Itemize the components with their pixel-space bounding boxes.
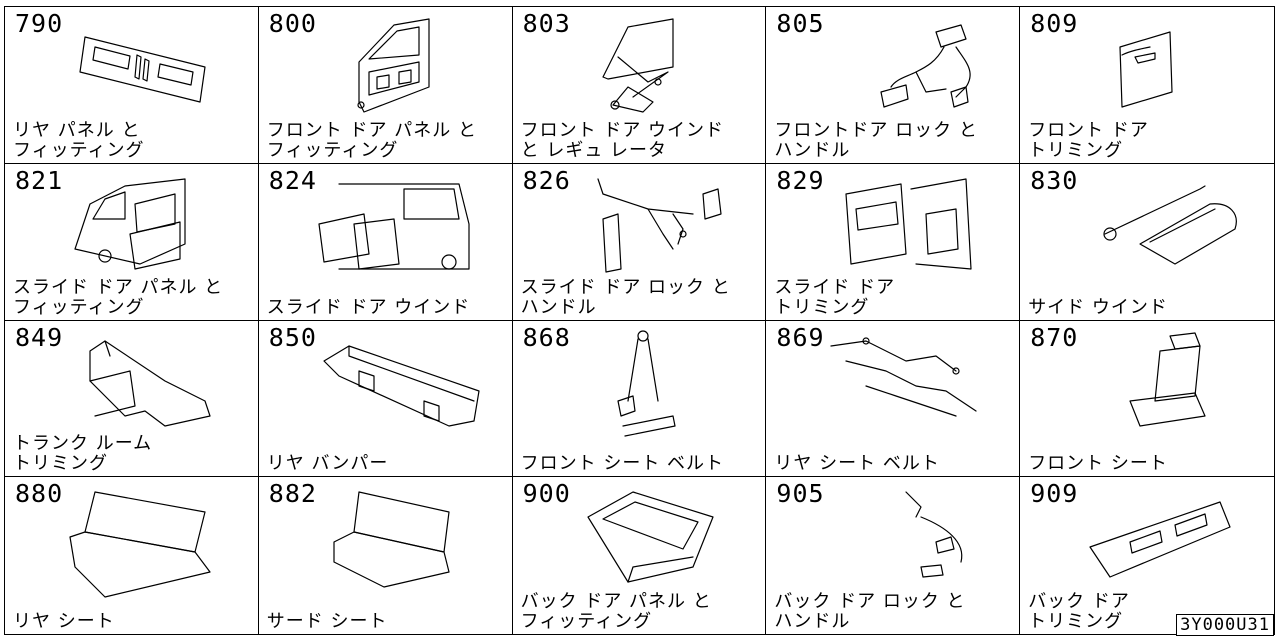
front-door-panel-icon [319,17,479,117]
item-number: 824 [268,165,317,195]
back-door-trim-icon [1080,487,1240,587]
item-number: 803 [522,9,571,38]
item-label: スライド ドア ロック と ハンドル [520,276,731,318]
catalog-item-803[interactable]: 803 フロント ドア ウインド と レギュ レータ [512,7,767,164]
item-label: フロントドア ロック と ハンドル [774,119,978,161]
item-label: リヤ シート ベルト [774,453,940,475]
item-label: フロント ドア パネル と フィッティング [266,119,477,161]
slide-door-lock-icon [573,174,733,274]
item-number: 790 [15,9,64,38]
rear-seat-belt-icon [826,331,986,431]
item-number: 880 [15,479,64,509]
slide-door-window-icon [318,174,479,274]
catalog-item-790[interactable]: 790 リヤ パネル と フィッティング [5,7,259,164]
item-number: 869 [776,322,825,352]
catalog-item-850[interactable]: 850 リヤ バンパー [258,320,513,478]
rear-bumper-icon [319,331,480,431]
back-door-panel-icon [573,487,733,587]
front-seat-belt-icon [573,329,733,437]
item-number: 800 [268,9,317,38]
item-number: 870 [1030,322,1079,352]
catalog-item-829[interactable]: 829 スライド ドア トリミング [766,163,1021,321]
item-number: 829 [776,165,825,195]
side-window-icon [1080,174,1240,274]
item-label: フロント ドア トリミング [1028,119,1149,161]
item-number: 809 [1030,9,1079,38]
item-label: リヤ バンパー [266,453,389,475]
item-label: サード シート [266,611,388,632]
item-label: バック ドア ロック と ハンドル [774,591,966,632]
trunk-room-trim-icon [65,331,225,431]
catalog-item-849[interactable]: 849 トランク ルーム トリミング [5,320,259,478]
catalog-item-830[interactable]: 830 サイド ウインド [1020,164,1274,321]
catalog-item-821[interactable]: 821 スライド ドア パネル と フィッティング [5,163,259,321]
item-label: スライド ドア トリミング [774,276,896,318]
catalog-item-868[interactable]: 868 フロント シート ベルト [512,320,767,478]
front-seat-icon [1080,331,1240,431]
slide-door-trim-icon [826,174,986,274]
catalog-item-882[interactable]: 882 サード シート [259,477,513,634]
back-door-lock-icon [826,487,986,587]
catalog-item-800[interactable]: 800 フロント ドア パネル と フィッティング [258,7,513,164]
item-label: サイド ウインド [1028,296,1168,318]
item-number: 909 [1030,479,1079,509]
diagram-code: 3Y000U31 [1176,614,1274,636]
catalog-item-900[interactable]: 900 バック ドア パネル と フィッティング [513,477,767,634]
catalog-item-826[interactable]: 826 スライド ドア ロック と ハンドル [512,163,767,321]
rear-panel-icon [65,17,225,117]
item-label: フロント シート [1028,453,1168,475]
catalog-item-869[interactable]: 869 リヤ シート ベルト [766,320,1021,478]
item-number: 826 [522,165,571,195]
item-label: バック ドア トリミング [1028,591,1130,632]
item-label: フロント ドア ウインド と レギュ レータ [520,119,725,161]
third-seat-icon [319,487,479,588]
door-window-regulator-icon [573,17,733,117]
item-label: リヤ シート [13,611,115,632]
parts-catalog-grid: 790 リヤ パネル と フィッティング 800 フロント ドア パネル と フ… [4,6,1275,635]
item-number: 868 [522,322,571,352]
catalog-item-880[interactable]: 880 リヤ シート [5,477,259,634]
rear-seat-icon [65,487,225,598]
slide-door-panel-icon [65,174,225,274]
catalog-item-824[interactable]: 824 スライド ドア ウインド [258,163,513,321]
item-number: 850 [268,322,317,352]
item-number: 849 [15,322,64,352]
item-number: 821 [15,165,64,195]
catalog-item-809[interactable]: 809 フロント ドア トリミング [1020,7,1274,164]
item-label: トランク ルーム トリミング [13,433,153,475]
item-label: バック ドア パネル と フィッティング [520,591,712,632]
catalog-item-870[interactable]: 870 フロント シート [1020,321,1274,478]
item-label: リヤ パネル と フィッティング [13,119,145,161]
item-number: 882 [268,479,317,509]
item-number: 905 [776,479,825,509]
item-number: 830 [1030,165,1079,195]
catalog-item-909[interactable]: 909 バック ドア トリミング [1020,477,1274,634]
catalog-item-905[interactable]: 905 バック ドア ロック と ハンドル [766,477,1021,634]
item-number: 805 [776,9,825,38]
item-number: 900 [522,479,571,509]
item-label: スライド ドア ウインド [266,296,471,318]
catalog-item-805[interactable]: 805 フロントドア ロック と ハンドル [766,7,1021,164]
item-label: フロント シート ベルト [520,453,725,475]
item-label: スライド ドア パネル と フィッティング [13,276,224,318]
door-lock-handle-icon [826,17,986,117]
door-trim-icon [1080,17,1240,117]
